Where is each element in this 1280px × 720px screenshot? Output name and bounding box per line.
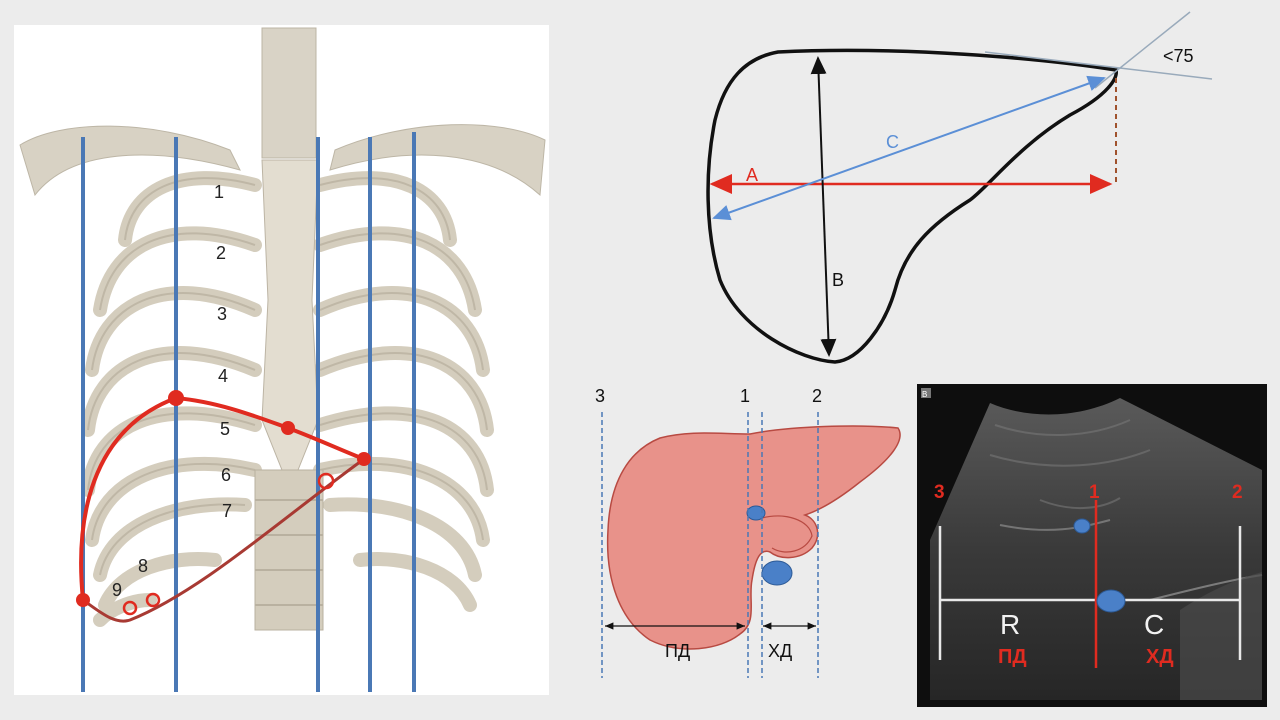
liver-outline-shape [706, 48, 1118, 364]
scheme-dashed-lines [601, 412, 819, 678]
us-label-2: 2 [1232, 482, 1243, 503]
angle-tangent-lower [1094, 11, 1191, 89]
scheme-label-2: 2 [812, 386, 822, 406]
rib-number-5: 5 [220, 419, 230, 439]
scheme-label-3: 3 [595, 386, 605, 406]
angle-tangent-upper [984, 51, 1213, 80]
liver-border-points [76, 390, 371, 616]
left-clavicle [329, 124, 546, 197]
label-a: A [746, 165, 758, 185]
ultrasound-dark-region [1180, 572, 1262, 700]
axis-c [712, 75, 1106, 221]
us-label-1: 1 [1089, 482, 1100, 503]
us-line-labels: 3 1 2 [934, 482, 1243, 503]
us-vessel-portal [1073, 518, 1091, 534]
label-c: C [886, 132, 899, 152]
label-b: B [832, 270, 844, 290]
ribs-right-outline [87, 177, 256, 576]
us-label-c: C [1144, 609, 1164, 640]
us-vessel-ivc [1096, 589, 1126, 613]
vessel-ivc [761, 560, 793, 586]
us-label-3: 3 [934, 482, 945, 503]
scheme-label-right-lobe: ПД [665, 641, 690, 661]
liver-outline-diagram: A B C <75 [706, 11, 1213, 364]
scheme-label-caudate-lobe: ХД [768, 641, 792, 661]
ultrasound-corner-box [921, 388, 931, 398]
rib-number-2: 2 [216, 243, 226, 263]
axis-b [810, 56, 837, 357]
rib-number-4: 4 [218, 366, 228, 386]
topographic-lines [81, 132, 416, 692]
scheme-label-1: 1 [740, 386, 750, 406]
rib-cage-illustration: 1 2 3 4 5 6 7 8 9 [14, 25, 549, 695]
scheme-line-labels: 3 1 2 [595, 386, 822, 406]
rib-number-8: 8 [138, 556, 148, 576]
rib-number-3: 3 [217, 304, 227, 324]
us-label-r: R [1000, 609, 1020, 640]
liver-scheme-shape [606, 425, 901, 650]
right-clavicle [19, 125, 241, 197]
caudate-process [761, 515, 813, 553]
liver-upper-border [79, 395, 365, 601]
rib-number-labels: 1 2 3 4 5 6 7 8 9 [112, 182, 232, 600]
us-label-caudate-lobe: ХД [1146, 646, 1174, 668]
liver-lower-border [82, 457, 365, 623]
rib-number-6: 6 [221, 465, 231, 485]
angle-label: <75 [1163, 46, 1194, 66]
ultrasound-image: B 3 1 2 R C ПД ХД [917, 384, 1267, 707]
cervical-spine [261, 27, 317, 159]
vessel-portal [746, 505, 766, 521]
rib-number-1: 1 [214, 182, 224, 202]
us-label-right-lobe: ПД [998, 646, 1027, 668]
rib-number-7: 7 [222, 501, 232, 521]
rib-number-9: 9 [112, 580, 122, 600]
ribs-left-outline [319, 177, 488, 541]
liver-scheme-diagram: 3 1 2 ПД ХД [595, 386, 901, 678]
ultrasound-corner-marker: B [922, 390, 927, 399]
